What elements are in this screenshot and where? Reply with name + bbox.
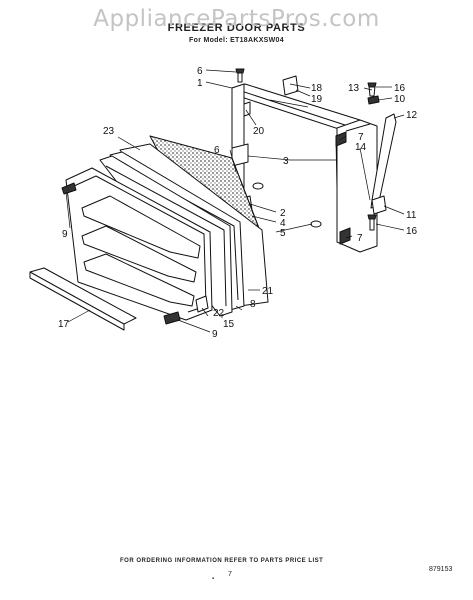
callout-17: 17 [58, 319, 70, 330]
shelf-front-rail [29, 267, 137, 325]
callout-1: 1 [197, 78, 203, 89]
right-hinge-plate [336, 119, 378, 253]
callout-3: 3 [283, 156, 289, 167]
callout-15: 15 [223, 319, 235, 330]
callout-16-bottom: 16 [406, 226, 418, 237]
insulation-panel-edge [231, 157, 263, 237]
shelf-front-rail-edge [29, 272, 125, 331]
door-shelf-lower [83, 253, 195, 307]
screw-head-6 [235, 68, 245, 74]
diagram-title: FREEZER DOOR PARTS [167, 22, 306, 34]
callout-21: 21 [262, 286, 274, 297]
document-number: 879153 [429, 566, 453, 573]
callout-2: 2 [280, 208, 286, 219]
model-line: For Model: ET18AKXSW04 [189, 37, 284, 44]
callout-13: 13 [348, 83, 360, 94]
callout-14: 14 [355, 142, 367, 153]
callout-12: 12 [406, 110, 418, 121]
callout-11: 11 [406, 210, 417, 221]
plug-9-top [61, 182, 77, 195]
door-stop-15 [195, 295, 209, 313]
screw-16-bottom [369, 217, 375, 231]
page-number: 7 [228, 571, 232, 578]
door-shelf-middle [81, 225, 197, 283]
callout-22: 22 [213, 308, 225, 319]
callout-23: 23 [103, 126, 115, 137]
washer-center [252, 182, 264, 190]
watermark: AppliancePartsPros.com [93, 6, 380, 32]
callout-20: 20 [253, 126, 265, 137]
callout-9-bottom: 9 [212, 329, 218, 340]
callout-9-left: 9 [62, 229, 68, 240]
callout-6-top: 6 [197, 66, 203, 77]
right-hinge-plate-inner [345, 123, 371, 132]
door-shelf-upper [81, 195, 201, 259]
washer-5 [310, 220, 322, 228]
screw-head-16-top [367, 82, 377, 88]
scan-mark: ▪ [212, 576, 215, 582]
callout-5: 5 [280, 228, 286, 239]
callout-6-mid: 6 [214, 145, 220, 156]
ordering-note: FOR ORDERING INFORMATION REFER TO PARTS … [120, 558, 324, 564]
callout-16-top: 16 [394, 83, 406, 94]
callout-8: 8 [250, 299, 256, 310]
callout-7-bottom: 7 [357, 233, 363, 244]
callout-7-top: 7 [358, 132, 364, 143]
washer-10 [367, 95, 380, 105]
plug-9-bottom [163, 311, 181, 325]
callout-4: 4 [280, 218, 286, 229]
callout-19: 19 [311, 94, 323, 105]
bracket-3 [231, 143, 249, 167]
callout-10: 10 [394, 94, 406, 105]
screw-head-16-bottom [367, 214, 377, 220]
door-gasket-inner [105, 165, 227, 307]
cap-7-bottom [339, 227, 351, 245]
spring-20 [243, 101, 251, 117]
hinge-11 [371, 195, 387, 215]
callout-18: 18 [311, 83, 323, 94]
